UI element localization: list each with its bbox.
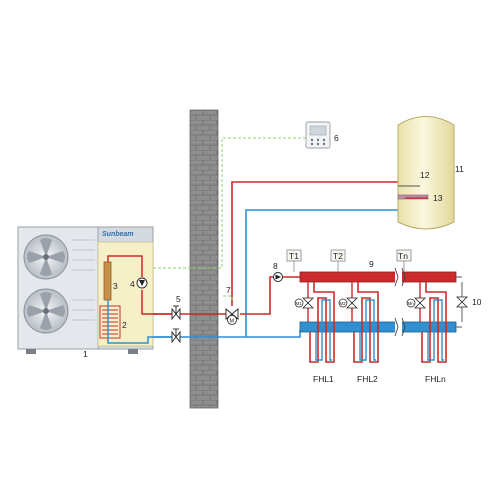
zone-valve-m2: [338, 282, 358, 322]
valve-label-m1: M1: [296, 301, 303, 306]
sensor-label-tn: Tn: [398, 251, 408, 261]
loop-label-fhln: FHLn: [425, 374, 446, 384]
label-11: 11: [455, 164, 464, 174]
label-4: 4: [130, 279, 135, 289]
floor-heating-loop-n: [421, 282, 447, 363]
three-way-valve-icon: M: [225, 308, 239, 325]
manifold-break-mark: [394, 317, 406, 337]
label-12: 12: [420, 170, 430, 180]
loop-label-fhl2: FHL2: [357, 374, 378, 384]
floor-heating-loop-1: [309, 282, 335, 363]
shutoff-valve-icon: [171, 305, 181, 321]
floor-heating-loop-2: [353, 282, 379, 363]
loop-label-fhl1: FHL1: [313, 374, 334, 384]
shutoff-valve-icon: [171, 328, 181, 344]
hydro-tank: [99, 305, 121, 339]
manifold-supply-pipe: [240, 276, 300, 315]
label-1: 1: [83, 349, 88, 359]
label-5: 5: [176, 294, 181, 304]
dhw-return-pipe: [245, 209, 405, 337]
label-10: 10: [472, 297, 482, 307]
label-3: 3: [113, 281, 118, 291]
dhw-tank: [397, 116, 455, 230]
label-13: 13: [433, 193, 443, 203]
dhw-supply-pipe: [231, 181, 405, 306]
label-6: 6: [334, 133, 339, 143]
label-9: 9: [369, 259, 374, 269]
brand-logo: Sunbeam: [102, 231, 134, 238]
circulation-pump-icon: [136, 277, 148, 289]
tank-heating-element: [397, 194, 429, 200]
manifold-pump-icon: [273, 272, 283, 282]
label-7: 7: [226, 285, 231, 295]
building-wall: [189, 109, 219, 409]
supply-manifold: [299, 271, 457, 283]
heating-coil: [102, 309, 118, 335]
manifold-break-mark: [394, 267, 406, 287]
wired-controller-icon: [305, 121, 331, 149]
valve-label-mn: Mn: [408, 301, 415, 306]
zone-valve-mn: [406, 282, 426, 322]
zone-valve-m1: [294, 282, 314, 322]
fan-icon: [23, 288, 69, 334]
bypass-valve-icon: [456, 282, 468, 322]
temp-sensor-tn: [396, 249, 412, 272]
label-2: 2: [122, 320, 127, 330]
temp-sensor-t1: [286, 249, 302, 272]
label-8: 8: [273, 261, 278, 271]
plate-heat-exchanger: [103, 261, 112, 301]
sensor-label-t2: T2: [333, 251, 343, 261]
fan-icon: [23, 234, 69, 280]
control-signal-line: [153, 137, 306, 269]
temp-sensor-t2: [330, 249, 346, 272]
motor-label: M: [230, 319, 235, 325]
valve-label-m2: M2: [340, 301, 347, 306]
sensor-label-t1: T1: [289, 251, 299, 261]
bypass-link: [456, 276, 462, 328]
control-signal-line: [222, 295, 233, 300]
